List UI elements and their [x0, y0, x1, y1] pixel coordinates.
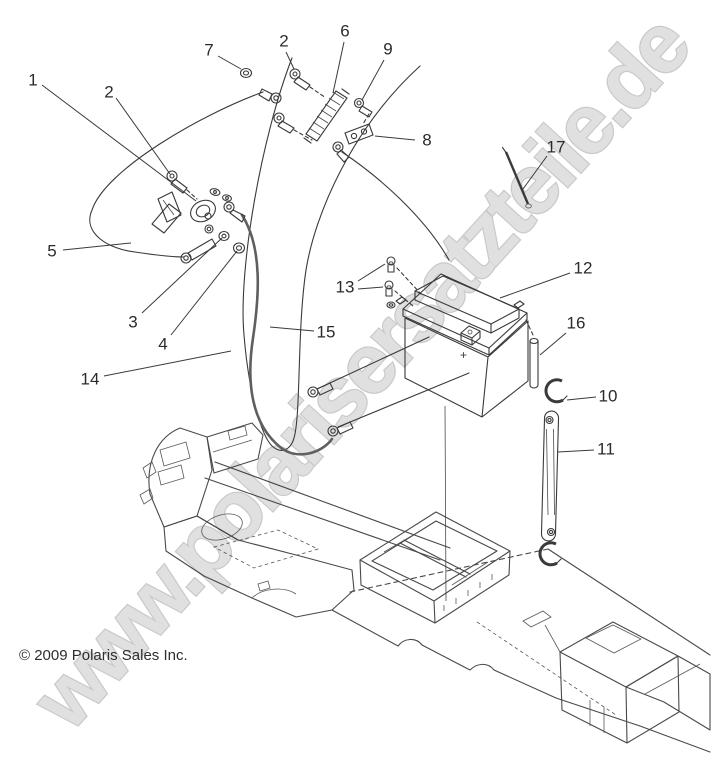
callout-label-14-15: 14: [80, 369, 100, 389]
callout-label-9-5: 9: [383, 39, 393, 59]
leader-line-10: [566, 396, 597, 401]
spacer-tube-16: [529, 337, 539, 389]
leader-line-8: [374, 135, 416, 141]
bolt-9: [353, 97, 365, 109]
callout-label-2-1: 2: [104, 82, 114, 102]
callout-label-4-10: 4: [158, 334, 168, 354]
callout-label-8-6: 8: [422, 130, 432, 150]
leader-line-16: [539, 332, 567, 356]
nut-7: [239, 67, 253, 79]
clip-10-lower: [538, 541, 562, 567]
cables-group: [89, 57, 470, 456]
callout-label-11-17: 11: [597, 439, 615, 459]
leader-lines-group: [41, 41, 597, 453]
leader-line-13: [357, 263, 386, 282]
battery-tray: [359, 511, 511, 624]
bolts-13: [384, 256, 396, 309]
callout-label-1-0: 1: [28, 70, 38, 90]
cable-end-a: [316, 336, 430, 390]
leader-line-9: [361, 59, 385, 101]
callout-label-17-7: 17: [546, 137, 566, 157]
strap-11: [540, 410, 560, 542]
lower-pan-top-edge: [349, 548, 549, 593]
leader-line-14: [103, 350, 232, 377]
battery-part: +: [394, 267, 535, 602]
nut-4: [232, 242, 246, 254]
battery-body: [404, 317, 529, 418]
terminal-block-6: [303, 88, 350, 144]
cable-15: [242, 57, 421, 451]
callout-label-16-14: 16: [566, 313, 586, 333]
leader-line-3: [141, 237, 223, 314]
leader-line-1: [41, 84, 197, 202]
lower-pan-bottom-edge: [331, 609, 711, 753]
copyright-text: © 2009 Polaris Sales Inc.: [19, 647, 188, 664]
hardware-group: [166, 67, 373, 254]
leader-line-6: [332, 41, 345, 94]
callout-label-10-16: 10: [598, 386, 618, 406]
callout-label-7-2: 7: [204, 40, 214, 60]
clip-10: [544, 378, 568, 404]
cable-end-b: [337, 372, 470, 428]
bolt-2-top: [289, 68, 301, 80]
leader-line-11: [557, 449, 595, 453]
cable-14: [240, 213, 334, 456]
leader-line-4: [170, 250, 238, 336]
battery-plus-label: +: [460, 348, 467, 362]
leader-line-2: [285, 51, 295, 70]
callout-label-15-13: 15: [316, 322, 336, 342]
callout-label-13-11: 13: [335, 277, 355, 297]
washer-3: [218, 230, 230, 242]
rod-17: [501, 146, 532, 209]
console-box: [544, 621, 680, 744]
ring-terminals: [180, 88, 354, 437]
solenoid-part: [151, 188, 232, 234]
leader-line-15: [269, 326, 315, 332]
block-8: [344, 123, 374, 145]
fender-panel: [625, 655, 711, 731]
cable-to-battery: [341, 151, 450, 261]
front-cowl: [148, 427, 213, 528]
leader-line-5: [62, 242, 132, 251]
leader-line-17: [522, 155, 548, 190]
leader-line-2: [115, 97, 171, 175]
callout-label-5-8: 5: [47, 241, 57, 261]
bolt-mid: [273, 112, 285, 124]
leader-line-7: [217, 55, 242, 70]
cowl-wing: [206, 422, 264, 474]
callout-label-2-3: 2: [279, 31, 289, 51]
frame-rails: [196, 461, 451, 561]
callout-label-3-9: 3: [128, 312, 138, 332]
leader-line-12: [499, 272, 571, 299]
chassis-group: [139, 422, 711, 753]
callout-label-12-12: 12: [573, 258, 593, 278]
leader-line-13: [357, 286, 384, 290]
bolt-2-left: [166, 170, 178, 182]
callout-label-6-4: 6: [340, 21, 350, 41]
cable-5: [89, 91, 264, 258]
